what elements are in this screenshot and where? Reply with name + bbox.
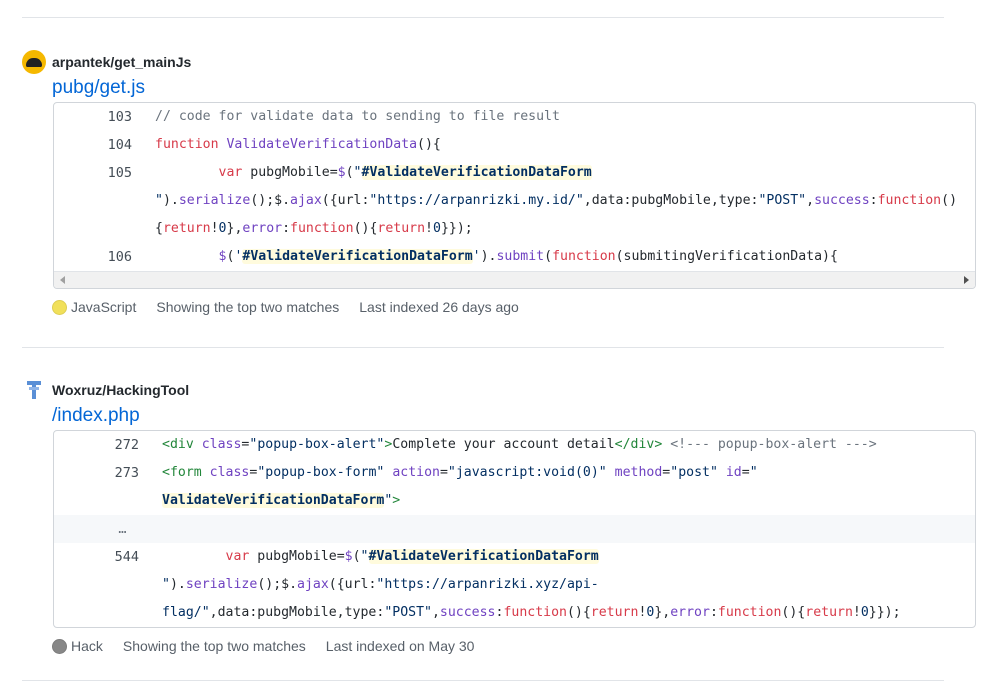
- line-number: [54, 187, 154, 215]
- indexed-text: Last indexed 26 days ago: [359, 299, 519, 315]
- line-code: // code for validate data to sending to …: [155, 109, 560, 124]
- code-table: 272 <div class="popup-box-alert">Complet…: [54, 431, 975, 627]
- code-line: 272 <div class="popup-box-alert">Complet…: [54, 431, 975, 459]
- horizontal-scrollbar[interactable]: [54, 271, 975, 288]
- code-line: {return!0},error:function(){return!0}});: [54, 215, 975, 243]
- line-code: ").serialize();$.ajax({url:"https://arpa…: [155, 193, 958, 208]
- result-meta: JavaScript Showing the top two matches L…: [52, 297, 974, 317]
- code-line: ValidateVerificationDataForm">: [54, 487, 975, 515]
- repo-link[interactable]: Woxruz/HackingTool: [52, 382, 190, 398]
- avatar[interactable]: [22, 50, 46, 74]
- language-label: JavaScript: [71, 299, 137, 315]
- code-line: 544 var pubgMobile=$("#ValidateVerificat…: [54, 543, 975, 571]
- code-line: 273 <form class="popup-box-form" action=…: [54, 459, 975, 487]
- scroll-left-icon[interactable]: [60, 276, 65, 284]
- result-meta: Hack Showing the top two matches Last in…: [52, 636, 974, 656]
- code-line: 106 $('#ValidateVerificationDataForm').s…: [54, 243, 975, 271]
- line-code: {return!0},error:function(){return!0}});: [155, 221, 473, 236]
- line-number: 105: [107, 165, 132, 181]
- code-line: 105 var pubgMobile=$("#ValidateVerificat…: [54, 159, 975, 187]
- repo-link[interactable]: arpantek/get_mainJs: [52, 54, 192, 70]
- repo-row: Woxruz/HackingTool: [22, 378, 974, 402]
- repo-logo-icon: [27, 381, 41, 399]
- scroll-right-icon[interactable]: [964, 276, 969, 284]
- avatar[interactable]: [22, 378, 46, 402]
- search-result: Woxruz/HackingTool /index.php 272 <div c…: [22, 378, 976, 656]
- line-number: 103: [107, 109, 132, 125]
- line-code: <div class="popup-box-alert">Complete yo…: [162, 437, 877, 452]
- ellipsis-icon[interactable]: …: [118, 521, 127, 537]
- code-line: 104 function ValidateVerificationData(){: [54, 131, 975, 159]
- line-code: var pubgMobile=$("#ValidateVerificationD…: [218, 165, 592, 180]
- code-snippet: 103 // code for validate data to sending…: [53, 102, 976, 289]
- line-number: 544: [114, 549, 139, 565]
- line-code: ").serialize();$.ajax({url:"https://arpa…: [162, 577, 599, 592]
- line-code: <form class="popup-box-form" action="jav…: [162, 465, 758, 480]
- repo-row: arpantek/get_mainJs: [22, 50, 974, 74]
- file-link[interactable]: /index.php: [52, 405, 140, 426]
- line-number: 104: [107, 137, 132, 153]
- top-divider: [22, 17, 944, 18]
- line-number: 272: [114, 437, 139, 453]
- bottom-divider: [22, 680, 944, 681]
- result-divider: [22, 347, 944, 348]
- code-line: ").serialize();$.ajax({url:"https://arpa…: [54, 187, 975, 215]
- code-line: 103 // code for validate data to sending…: [54, 103, 975, 131]
- language-color-icon: [52, 638, 67, 654]
- code-table: 103 // code for validate data to sending…: [54, 103, 975, 271]
- collapsed-lines-row[interactable]: …: [54, 515, 975, 543]
- line-code: ValidateVerificationDataForm">: [162, 493, 401, 508]
- search-result: arpantek/get_mainJs pubg/get.js 103 // c…: [22, 50, 976, 317]
- line-number: 273: [114, 465, 139, 481]
- code-line: flag/",data:pubgMobile,type:"POST",succe…: [54, 599, 975, 627]
- line-code: flag/",data:pubgMobile,type:"POST",succe…: [162, 605, 901, 620]
- line-code: $('#ValidateVerificationDataForm').submi…: [218, 249, 838, 264]
- matches-text: Showing the top two matches: [122, 638, 306, 654]
- file-link[interactable]: pubg/get.js: [52, 77, 145, 98]
- line-number: 106: [107, 249, 132, 265]
- language-label: Hack: [71, 638, 103, 654]
- code-line: ").serialize();$.ajax({url:"https://arpa…: [54, 571, 975, 599]
- matches-text: Showing the top two matches: [156, 299, 340, 315]
- line-code: var pubgMobile=$("#ValidateVerificationD…: [225, 549, 599, 564]
- line-code: function ValidateVerificationData(){: [155, 137, 441, 152]
- language-color-icon: [52, 299, 67, 315]
- code-snippet: 272 <div class="popup-box-alert">Complet…: [53, 430, 976, 628]
- indexed-text: Last indexed on May 30: [325, 638, 475, 654]
